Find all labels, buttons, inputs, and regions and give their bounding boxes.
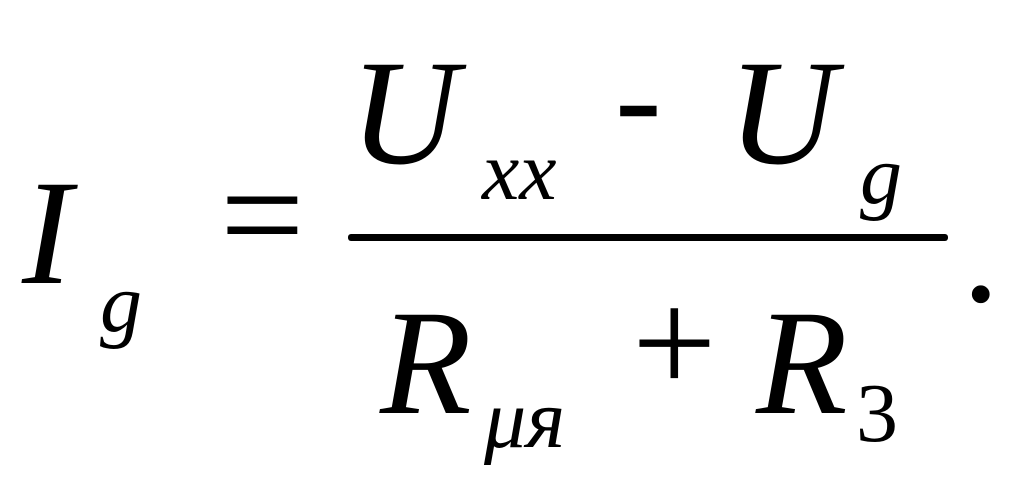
denominator-term2-subscript: 3 bbox=[856, 367, 898, 460]
denominator-plus: + bbox=[632, 260, 717, 426]
numerator-term2-symbol: U bbox=[728, 30, 837, 196]
numerator-term1-subscript: xx bbox=[482, 125, 557, 218]
fraction-bar bbox=[348, 234, 948, 241]
numerator-term1-symbol: U bbox=[350, 30, 459, 196]
end-period: . bbox=[962, 168, 1000, 334]
numerator-term2-subscript: g bbox=[860, 129, 902, 222]
numerator-minus: - bbox=[615, 20, 662, 175]
denominator-term1-symbol: R bbox=[380, 280, 472, 446]
equals-sign: = bbox=[220, 132, 305, 298]
denominator-term1-subscript: μя bbox=[484, 373, 566, 466]
lhs-symbol: I bbox=[22, 150, 72, 316]
denominator-term2-symbol: R bbox=[756, 280, 848, 446]
lhs-subscript: g bbox=[100, 257, 142, 350]
